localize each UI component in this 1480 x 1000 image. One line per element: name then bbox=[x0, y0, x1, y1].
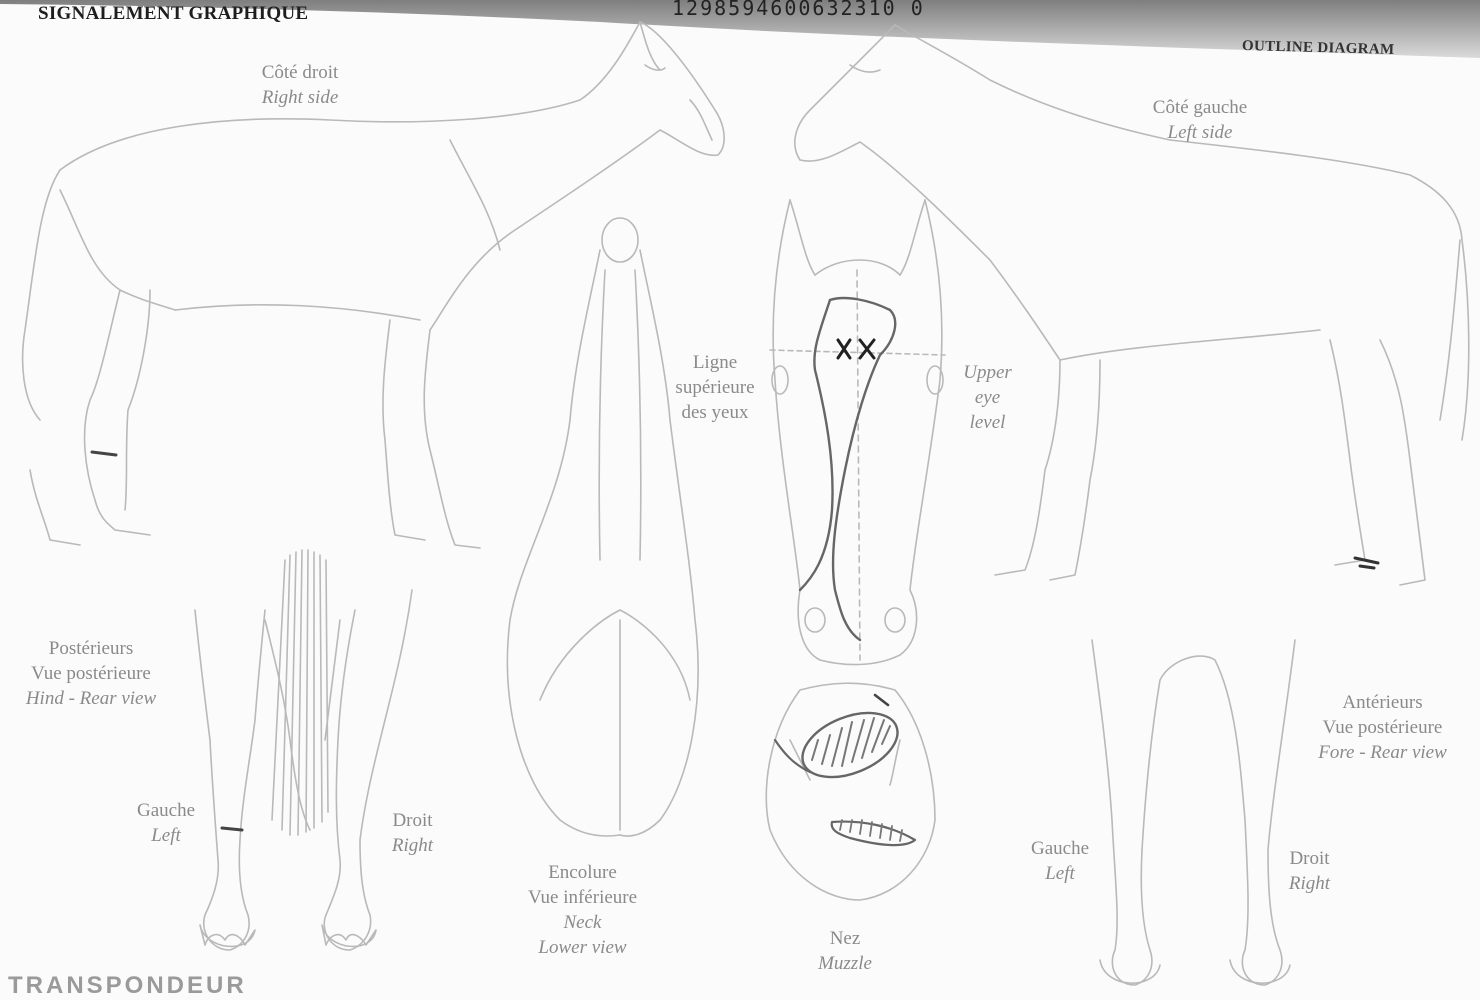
label-hind-left: Gauche Left bbox=[116, 798, 216, 848]
label-hind-right: Droit Right bbox=[365, 808, 460, 858]
transponder-heading: TRANSPONDEUR bbox=[8, 972, 247, 1000]
hind-legs-rear-view-outline bbox=[195, 590, 412, 950]
tail-hair-lines bbox=[272, 550, 328, 835]
label-eye-level-en: Upper eye level bbox=[945, 360, 1030, 435]
label-fore-rear-view: Antérieurs Vue postérieure Fore - Rear v… bbox=[1295, 690, 1470, 765]
head-front-view-outline bbox=[770, 200, 945, 665]
label-fore-left: Gauche Left bbox=[1010, 836, 1110, 886]
neck-lower-view-outline bbox=[507, 218, 698, 836]
label-muzzle: Nez Muzzle bbox=[790, 926, 900, 976]
label-eye-level-fr: Ligne supérieure des yeux bbox=[650, 350, 780, 425]
label-left-side: Côté gauche Left side bbox=[1125, 95, 1275, 145]
horse-right-side-outline bbox=[23, 22, 725, 548]
label-right-side: Côté droit Right side bbox=[230, 60, 370, 110]
label-neck-lower-view: Encolure Vue inférieure Neck Lower view bbox=[495, 860, 670, 960]
hooves-outline bbox=[200, 925, 1290, 983]
label-fore-right: Droit Right bbox=[1262, 846, 1357, 896]
label-hind-rear-view: Postérieurs Vue postérieure Hind - Rear … bbox=[0, 636, 182, 711]
fore-legs-rear-view-outline bbox=[1092, 640, 1295, 985]
